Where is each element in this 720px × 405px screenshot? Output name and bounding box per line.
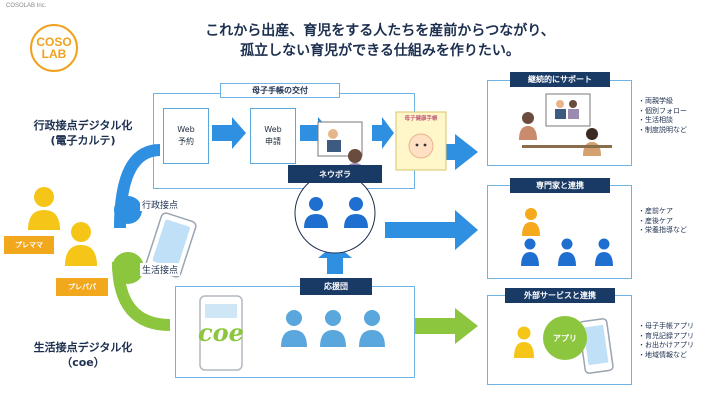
headline-line-2: 孤立しない育児ができる仕組みを作りたい。 [240, 43, 520, 59]
baby-face-icon [408, 133, 434, 159]
external-person-body [514, 342, 534, 358]
support-person-head [522, 112, 534, 124]
list-item: ・生活相談 [638, 116, 673, 124]
supporter-head [286, 310, 302, 326]
web-application-line-1: Web [264, 125, 282, 134]
supporter-head [364, 310, 380, 326]
life-digital-title-line-1: 生活接点デジタル化 [33, 341, 133, 354]
headline-line-1: これから出産、育児をする人たちを産前からつながり、 [205, 23, 555, 39]
admin-digital-title-line-1: 行政接点デジタル化 [33, 119, 133, 132]
external-person-head [517, 326, 531, 340]
life-digital-title-line-2: （coe） [61, 356, 105, 369]
supporter-head [325, 310, 341, 326]
admin-contact-label: 行政接点 [140, 198, 181, 211]
neuvola-label: ネウボラ [288, 165, 382, 183]
web-reservation-box: Web 予約 [163, 108, 209, 164]
pre-papa-label: プレパパ [56, 278, 108, 296]
supporter-body [359, 330, 385, 347]
list-item: ・育児記録アプリ [638, 331, 694, 340]
neuvola-person-body [344, 214, 368, 228]
pre-papa-body [65, 245, 97, 266]
expert-top-body [522, 222, 540, 236]
arrow-web-1 [212, 117, 246, 149]
arrow-to-external [415, 308, 478, 344]
life-contact-dot [112, 252, 144, 284]
arrow-web-3 [372, 117, 394, 149]
arrow-to-expert [385, 210, 478, 250]
pre-mama-label: プレママ [4, 236, 54, 254]
life-contact-label: 生活接点 [140, 263, 181, 276]
logo-line-2: LAB [41, 47, 67, 61]
neuvola-person-head [349, 197, 363, 211]
list-item: ・両親学級 [638, 97, 673, 105]
coe-phone-screen [205, 304, 237, 318]
external-box-title: 外部サービスと連携 [505, 288, 615, 303]
smartphone-screen [152, 219, 190, 269]
expert-top-head [525, 208, 537, 220]
external-list: ・母子手帳アプリ ・育児記録アプリ ・お出かけアプリ ・地域情報など [638, 322, 718, 360]
web-reservation-line-2: 予約 [177, 137, 194, 146]
doctor-body [327, 140, 341, 152]
neuvola-person-body [304, 214, 328, 228]
support-list: ・両親学級 ・個別フォロー ・生活相談 ・制度説明など [638, 97, 718, 135]
list-item: ・産前ケア [638, 207, 673, 215]
list-item: ・母子手帳アプリ [638, 322, 694, 330]
expert-box-title: 専門家と連携 [510, 178, 610, 193]
list-item: ・個別フォロー [638, 106, 687, 115]
support-person-body [519, 126, 537, 140]
pre-papa-head [71, 222, 91, 242]
cosolab-logo: COSO LAB [30, 24, 78, 72]
booklet-title: 母子健康手帳 [404, 116, 438, 122]
neuvola-circle [294, 172, 376, 254]
web-reservation-line-1: Web [177, 125, 195, 134]
expert-list: ・産前ケア ・産後ケア ・栄養指導など [638, 207, 718, 236]
pre-mama-head [34, 187, 54, 207]
pre-mama-body [28, 210, 60, 230]
top-panel-header: 母子手帳の交付 [220, 83, 340, 98]
supporter-body [281, 330, 307, 347]
coe-logo: coe [198, 318, 244, 347]
support-box-title: 継続的にサポート [510, 72, 610, 87]
supporters-label: 応援団 [300, 278, 372, 295]
neuvola-person-head [309, 197, 323, 211]
app-circle: アプリ [543, 316, 587, 360]
admin-contact-dot [114, 196, 142, 224]
web-application-line-2: 申請 [264, 137, 281, 146]
list-item: ・栄養指導など [638, 226, 687, 234]
list-item: ・お出かけアプリ [638, 341, 694, 349]
mother-head [348, 149, 362, 163]
web-application-box: Web 申請 [250, 108, 296, 164]
life-digital-title: 生活接点デジタル化 （coe） [18, 340, 148, 370]
admin-digital-title-line-2: (電子カルテ) [50, 134, 116, 147]
list-item: ・制度説明など [638, 125, 687, 134]
logo-line-1: COSO [36, 35, 72, 49]
list-item: ・地域情報など [638, 350, 687, 359]
supporter-body [320, 330, 346, 347]
list-item: ・産後ケア [638, 216, 673, 225]
admin-digital-title: 行政接点デジタル化 (電子カルテ) [18, 118, 148, 148]
company-name: COSOLAB Inc. [6, 3, 47, 9]
doctor-head [328, 129, 338, 139]
